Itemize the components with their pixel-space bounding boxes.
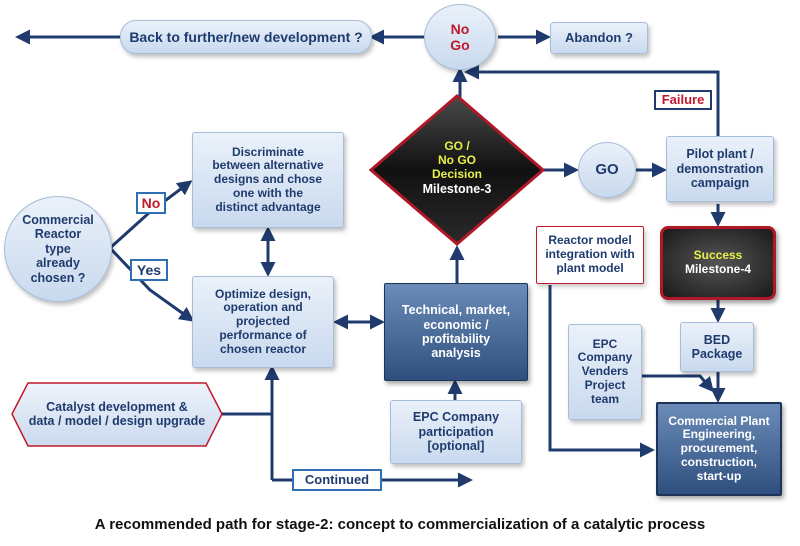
commercial-plant-box: Commercial Plant Engineering, procuremen… <box>656 402 782 496</box>
nogo-circle: No Go <box>424 4 496 70</box>
decision-diamond <box>368 94 546 246</box>
success-top-label: Success <box>693 248 743 263</box>
optimize-box: Optimize design, operation and projected… <box>192 276 334 368</box>
abandon-box: Abandon ? <box>550 22 648 54</box>
epc-participation-label: EPC Company participation [optional] <box>412 410 500 454</box>
back-box: Back to further/new development ? <box>120 20 372 54</box>
continued-label: Continued <box>304 471 370 487</box>
yes-tag: Yes <box>130 259 168 281</box>
go-circle: GO <box>578 142 636 198</box>
technical-box: Technical, market, economic / profitabil… <box>384 283 528 381</box>
epc-venders-label: EPC Company Venders Project team <box>577 336 633 406</box>
pilot-box: Pilot plant / demonstration campaign <box>666 136 774 202</box>
no-tag: No <box>136 192 166 214</box>
continued-tag: Continued <box>292 469 382 491</box>
bed-label: BED Package <box>691 332 743 361</box>
bed-box: BED Package <box>680 322 754 372</box>
optimize-label: Optimize design, operation and projected… <box>214 286 311 356</box>
back-label: Back to further/new development ? <box>129 28 363 45</box>
commercial-reactor-label: Commercial Reactor type already chosen ? <box>22 213 94 285</box>
catalyst-hexagon <box>11 382 223 447</box>
arrow-yes-branch <box>108 246 195 322</box>
discriminate-box: Discriminate between alternative designs… <box>192 132 344 228</box>
arrow-failure-path <box>464 64 720 136</box>
failure-tag: Failure <box>654 90 712 110</box>
nogo-label: No Go <box>450 20 470 53</box>
reactor-model-label: Reactor model integration with plant mod… <box>545 233 635 275</box>
success-box: Success Milestone-4 <box>660 226 776 300</box>
success-bottom-label: Milestone-4 <box>684 262 751 276</box>
reactor-model-box: Reactor model integration with plant mod… <box>536 226 644 284</box>
discriminate-label: Discriminate between alternative designs… <box>212 144 324 214</box>
decision-top-label: GO / No GO Decision <box>431 139 482 181</box>
pilot-label: Pilot plant / demonstration campaign <box>676 147 764 191</box>
failure-label: Failure <box>661 91 705 107</box>
epc-venders-box: EPC Company Venders Project team <box>568 324 642 420</box>
go-label: GO <box>595 161 619 179</box>
catalyst-text: Catalyst development & data / model / de… <box>22 386 212 442</box>
abandon-label: Abandon ? <box>565 29 633 45</box>
yes-label: Yes <box>136 261 162 278</box>
commercial-plant-label: Commercial Plant Engineering, procuremen… <box>668 413 770 483</box>
arrow-reactor-model-to-plant <box>548 285 655 458</box>
arrow-epc-to-plant <box>642 374 714 393</box>
figure-caption: A recommended path for stage-2: concept … <box>94 516 706 533</box>
decision-bottom-label: Milestone-3 <box>422 181 492 196</box>
technical-label: Technical, market, economic / profitabil… <box>401 303 511 361</box>
commercial-reactor-circle: Commercial Reactor type already chosen ? <box>4 196 112 302</box>
catalyst-label: Catalyst development & data / model / de… <box>28 399 206 428</box>
epc-participation-box: EPC Company participation [optional] <box>390 400 522 464</box>
no-label: No <box>141 194 161 211</box>
decision-text: GO / No GO Decision Milestone-3 <box>400 128 514 208</box>
